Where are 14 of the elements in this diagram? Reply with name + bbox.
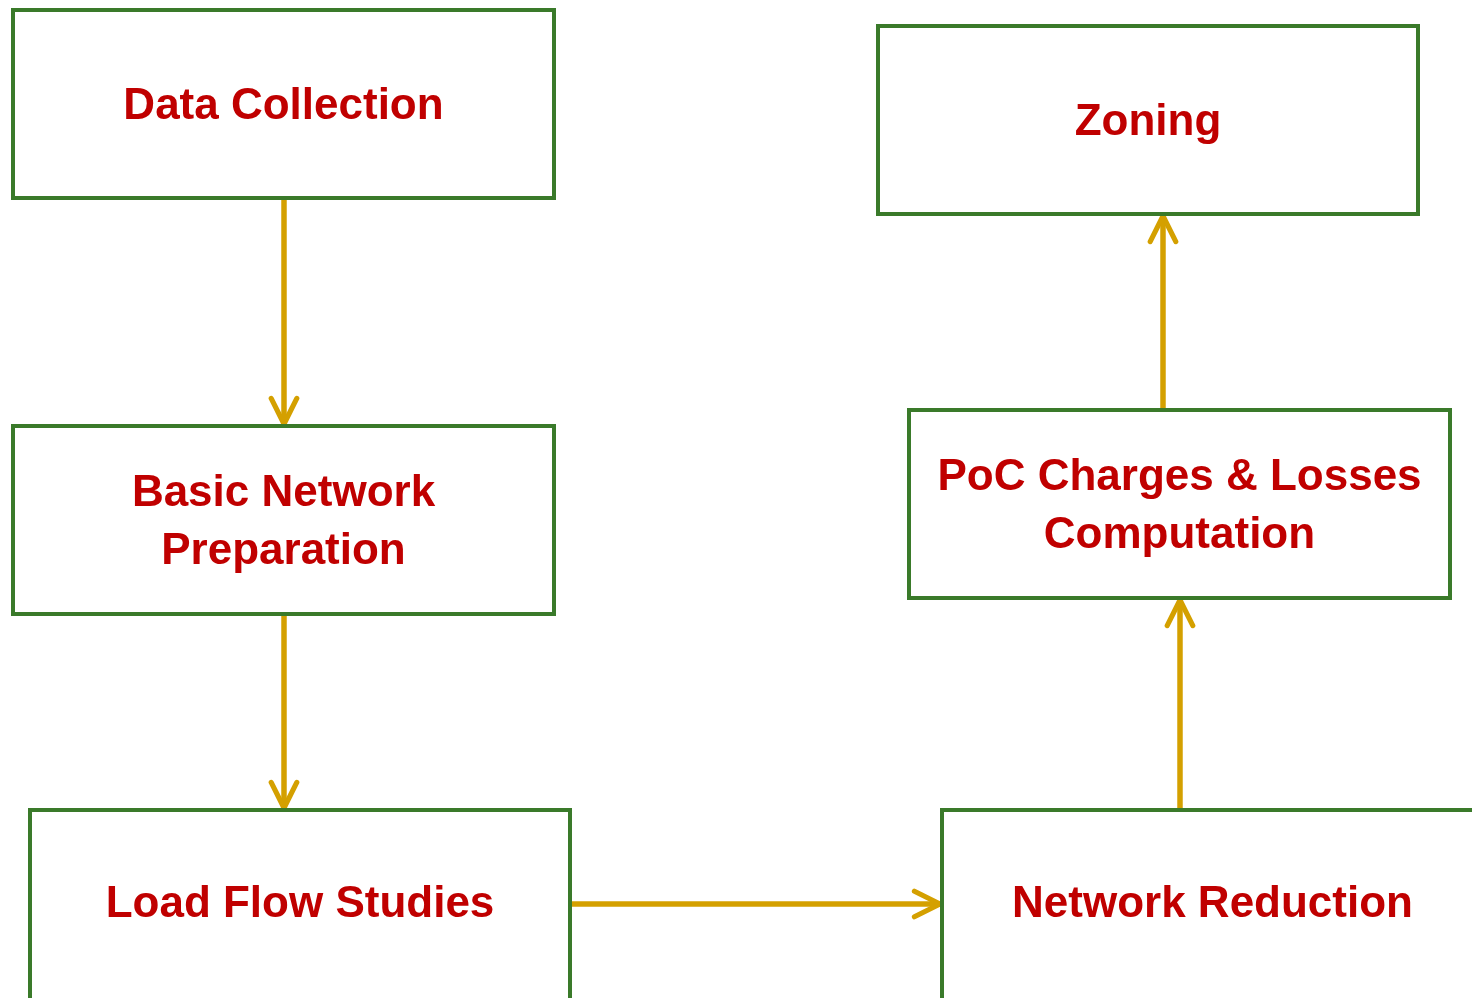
process-box [11, 8, 556, 200]
step-label: Load Flow Studies [105, 876, 495, 928]
process-box [940, 808, 1472, 998]
process-box [28, 808, 572, 998]
step-label: Zoning [1074, 94, 1222, 146]
arrow [268, 616, 300, 811]
step-label: Data Collection [123, 78, 444, 130]
step-label: Basic Network Preparation [130, 465, 437, 575]
process-box [876, 24, 1420, 216]
step-label: PoC Charges & Losses Computation [936, 449, 1423, 559]
step-label: Network Reduction [1012, 876, 1413, 928]
process-box [907, 408, 1452, 600]
process-box [11, 424, 556, 616]
arrow [268, 200, 300, 427]
